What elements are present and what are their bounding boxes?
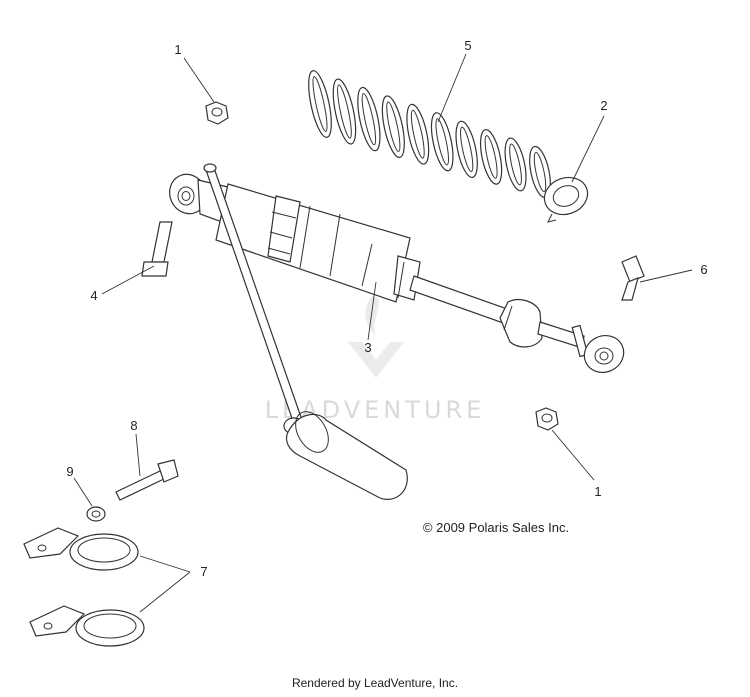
spring-coil (479, 129, 503, 185)
bolt-left (141, 221, 173, 277)
spring-coil-inner (533, 151, 547, 193)
bolt-small (115, 459, 179, 501)
callout-7: 7 (200, 564, 207, 579)
spring-coil-inner (337, 84, 352, 139)
spring-coil (357, 86, 381, 152)
spring-coil-inner (435, 118, 449, 166)
callout-1-top: 1 (174, 42, 181, 57)
nut-bottom (535, 407, 559, 431)
spring-coil-inner (312, 76, 328, 132)
clamp-upper (23, 527, 139, 571)
spring-coil (455, 120, 478, 179)
callout-2: 2 (600, 98, 607, 113)
callout-1-bottom: 1 (594, 484, 601, 499)
leader-lines (73, 53, 693, 613)
spring-retainer (543, 176, 589, 223)
spring-coil (381, 95, 405, 158)
spring-coil (430, 112, 454, 172)
spring-coil-inner (509, 143, 522, 186)
nut-top (205, 101, 229, 125)
callout-8: 8 (130, 418, 137, 433)
spring-coil (332, 78, 357, 145)
callout-5: 5 (464, 38, 471, 53)
bolt-right (621, 255, 645, 301)
callout-6: 6 (700, 262, 707, 277)
spring-coil-inner (410, 109, 425, 159)
spring-coil (308, 70, 332, 138)
copyright-text: © 2009 Polaris Sales Inc. (423, 520, 569, 535)
watermark-logo-icon (348, 296, 404, 378)
callout-9: 9 (66, 464, 73, 479)
spring-coil-inner (361, 92, 377, 146)
callout-3: 3 (364, 340, 371, 355)
reservoir (203, 163, 408, 500)
spring-coil-inner (460, 126, 474, 173)
spring-coil-inner (484, 135, 498, 179)
footer-credit: Rendered by LeadVenture, Inc. (291, 676, 459, 690)
spring-coil (406, 103, 430, 165)
callout-4: 4 (90, 288, 97, 303)
shock-absorber (169, 173, 625, 373)
coil-spring (308, 70, 551, 199)
spring-coil-inner (386, 101, 401, 152)
washer (86, 506, 106, 522)
clamp-lower (29, 605, 145, 647)
spring-coil (504, 137, 527, 192)
